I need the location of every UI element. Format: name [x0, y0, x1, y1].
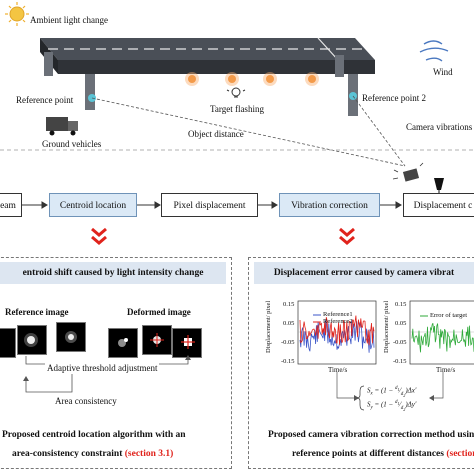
bulb-icon: [226, 87, 246, 98]
right-caption-line2: reference points at different distances …: [292, 449, 474, 459]
flow-step-centroid: Centroid location: [49, 193, 137, 217]
flow-arrows: [22, 201, 402, 209]
plot1-legend-ref2: Reference2: [323, 318, 353, 325]
flow-step-stream: eam: [0, 193, 22, 217]
flow-step-pixel: Pixel displacement: [161, 193, 258, 217]
reference2-series: [299, 315, 375, 346]
plot1-ytick: -0.15: [281, 358, 295, 365]
object-distance-label: Object distance: [188, 129, 244, 139]
plot2-ytick: -0.05: [393, 339, 407, 346]
equation-line-2: Sy = (1 − d1⁄d2)Δy′: [367, 400, 417, 412]
equation-line-1: Sx = (1 − d1⁄d2)Δx′: [367, 386, 417, 398]
plot2-xlabel: Time/s: [436, 366, 456, 374]
area-consistency-label: Area consistency: [55, 396, 117, 406]
plot1-ytick: -0.05: [281, 339, 295, 346]
plot2-ylabel: Displacement/ pixel: [383, 300, 390, 353]
bridge-icon: [40, 37, 375, 116]
plot2-legend-error: Error of target: [430, 312, 468, 319]
left-caption-line1: Proposed centroid location algorithm wit…: [2, 430, 186, 440]
plot1-ylabel: Displacement/ pixel: [265, 300, 272, 353]
wind-label: Wind: [433, 67, 453, 77]
left-caption-line2: area-consistency constraint (section 3.1…: [12, 449, 174, 459]
plot1-ytick: 0.15: [283, 301, 295, 308]
truck-icon: [46, 117, 78, 136]
sun-icon: [5, 2, 29, 26]
right-panel: [248, 257, 474, 469]
reference-tile-1: [0, 328, 16, 358]
left-panel: [0, 257, 232, 469]
plot2-ytick: 0.05: [395, 320, 407, 327]
wind-icon: [419, 40, 449, 62]
image-blobs: [24, 331, 195, 349]
target-error-series: [411, 322, 474, 353]
left-panel-title: entroid shift caused by light intensity …: [0, 262, 226, 284]
reference1-series: [299, 319, 375, 353]
plot1-ytick: 0.05: [283, 320, 295, 327]
camera-vibrations-label: Camera vibrations: [406, 122, 473, 132]
target-flashing-label: Target flashing: [210, 104, 264, 114]
reference-point-2-label: Reference point 2: [362, 93, 426, 103]
right-caption-line1: Proposed camera vibration correction met…: [268, 430, 474, 440]
plot2-ytick: 0.15: [395, 301, 407, 308]
ground-vehicles-label: Ground vehicles: [42, 139, 102, 149]
plot1-xlabel: Time/s: [328, 366, 348, 374]
target-lights: [185, 72, 319, 86]
deformed-image-label: Deformed image: [127, 307, 191, 317]
chevron-down-icon: [91, 227, 107, 245]
reference-point-1-label: Reference point: [16, 95, 74, 105]
chevron-down-icon: [339, 227, 355, 245]
ambient-light-label: Ambient light change: [30, 15, 108, 25]
right-panel-title: Displacement error caused by camera vibr…: [254, 262, 474, 284]
reference-image-label: Reference image: [5, 307, 69, 317]
plot1-legend-ref1: Reference1: [323, 311, 353, 318]
flow-step-displacement: Displacement c: [403, 193, 474, 217]
camera-icon: [392, 162, 444, 194]
plot2-ytick: -0.15: [393, 358, 407, 365]
threshold-label: Adaptive threshold adjustment: [45, 363, 160, 374]
flow-step-vibration: Vibration correction: [279, 193, 380, 217]
